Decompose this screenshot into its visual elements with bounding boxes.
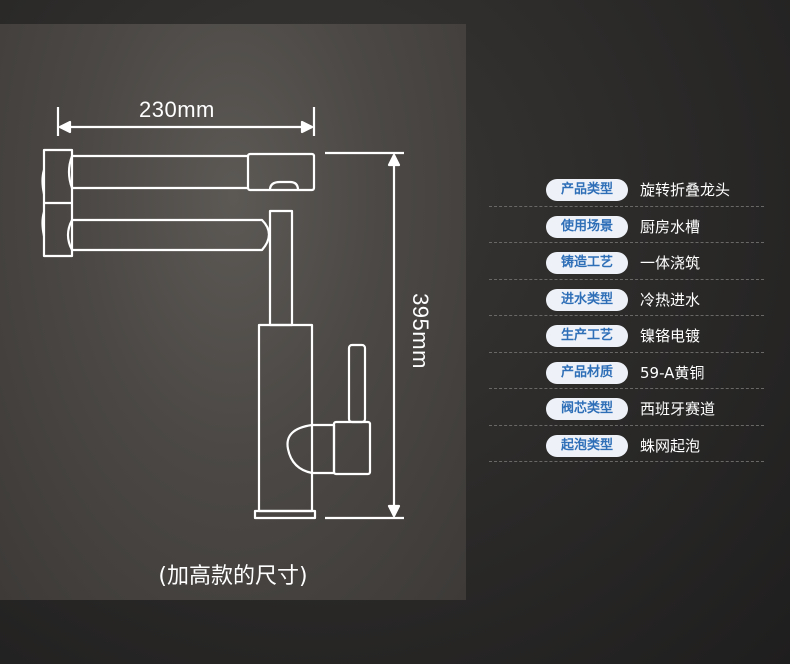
faucet-outline — [41, 148, 372, 520]
height-dimension — [325, 151, 404, 520]
spec-table: 产品类型 旋转折叠龙头 使用场景 厨房水槽 铸造工艺 一体浇筑 进水类型 冷热进… — [489, 170, 764, 462]
spec-value: 一体浇筑 — [640, 254, 701, 272]
spec-row-material: 产品材质 59-A黄铜 — [489, 353, 764, 389]
spec-label: 铸造工艺 — [546, 252, 628, 274]
spec-label: 进水类型 — [546, 288, 628, 311]
diagram-caption: (加高款的尺寸) — [158, 564, 308, 589]
spec-value: 西班牙赛道 — [640, 400, 716, 418]
spec-row-casting: 铸造工艺 一体浇筑 — [489, 243, 764, 280]
spec-row-aerator: 起泡类型 蛛网起泡 — [489, 426, 764, 462]
spec-value: 蛛网起泡 — [640, 436, 701, 455]
spec-label: 使用场景 — [546, 215, 628, 238]
spec-value: 旋转折叠龙头 — [640, 181, 731, 199]
spec-value: 厨房水槽 — [640, 217, 701, 236]
spec-label: 起泡类型 — [546, 434, 628, 457]
spec-row-product-type: 产品类型 旋转折叠龙头 — [489, 170, 764, 207]
spec-label: 产品类型 — [546, 179, 628, 201]
width-dimension — [56, 107, 316, 136]
spec-label: 阀芯类型 — [546, 398, 628, 420]
spec-value: 冷热进水 — [640, 290, 701, 309]
spec-row-process: 生产工艺 镍铬电镀 — [489, 316, 764, 353]
spec-value: 59-A黄铜 — [640, 363, 705, 382]
spec-row-usage: 使用场景 厨房水槽 — [489, 207, 764, 243]
spec-label: 生产工艺 — [546, 325, 628, 347]
spec-row-water-inlet: 进水类型 冷热进水 — [489, 280, 764, 316]
diagram-panel — [0, 24, 466, 600]
width-label: 230mm — [139, 97, 215, 122]
height-label: 395mm — [408, 293, 433, 369]
spec-value: 镍铬电镀 — [640, 327, 701, 345]
spec-row-cartridge: 阀芯类型 西班牙赛道 — [489, 389, 764, 426]
spec-label: 产品材质 — [546, 361, 628, 384]
